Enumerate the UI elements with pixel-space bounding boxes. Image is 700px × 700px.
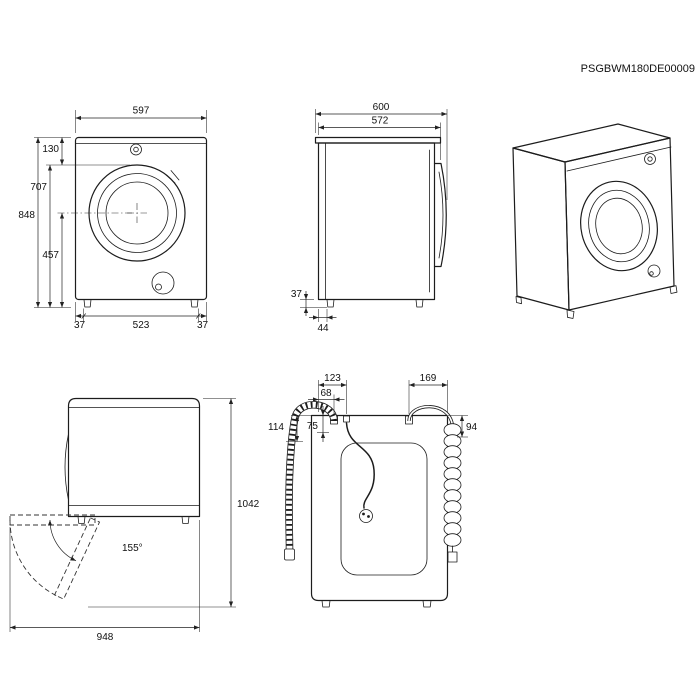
dim-front-foot-right-label: 37 [197,320,209,331]
worktop [314,136,442,144]
front-foot-left [83,299,92,308]
front-foot-right [190,299,199,308]
dim-side-depth-total-label: 600 [373,102,390,113]
front-view: 597 130 707 848 457 37 [18,106,208,332]
door-open-view: 155° 1042 948 [9,397,260,643]
dim-front-foot-left-label: 37 [74,320,86,331]
drain-hose-end [284,548,295,561]
side-foot-rear [326,299,335,308]
dim-rear-right-drop-label: 94 [466,422,478,433]
dim-front-height-label: 848 [18,210,35,221]
side-dimensions: 600 572 37 44 [291,102,448,334]
closed-door-profile [64,433,69,501]
drawing-code: PSGBWM180DE00009 [581,63,695,75]
dim-front-width-label: 597 [133,106,150,117]
dim-depth-door-open-label: 948 [97,632,114,643]
rear-machine-outline [310,414,449,608]
dim-side-foot-offset-label: 44 [317,323,329,334]
rear-dimensions: 123 68 169 114 75 94 [268,373,478,442]
rear-view: 123 68 169 114 75 94 [268,373,478,608]
dim-rear-drain-offset-label: 68 [320,388,332,399]
open-view-foot-front [77,516,86,524]
dim-rear-center-drop-label: 75 [307,421,319,432]
dim-side-plinth-label: 37 [291,289,303,300]
dim-rear-left-drop-label: 114 [268,422,284,433]
side-door-bulge [433,162,447,268]
dim-clearance-height-label: 1042 [237,499,260,510]
perspective-view [512,123,678,319]
rear-foot-right [422,600,432,608]
rear-panel-recess [340,442,428,576]
inlet-hose [407,405,462,563]
side-view: 600 572 37 44 [291,102,448,334]
power-cord [345,422,375,523]
side-foot-front [415,299,424,308]
perspective-foot-right [669,285,678,294]
dim-side-depth-body-label: 572 [372,116,389,127]
perspective-knob [644,153,656,165]
perspective-filter [647,264,661,278]
dim-front-top-offset-label: 130 [42,144,59,155]
dim-rear-inlet-offset-label: 169 [420,373,437,384]
door-open-machine-outline [64,397,201,524]
dim-rear-cord-offset-label: 123 [324,373,341,384]
dim-door-angle-label: 155° [122,543,143,554]
door-swing: 155° [9,514,143,600]
door-open-dimensions: 1042 948 [9,398,260,643]
side-machine-outline [314,136,447,308]
machine-side-face [512,147,570,311]
door-handle-icon [165,170,180,184]
perspective-foot-front [566,309,575,319]
drain-filter-flap [151,271,175,295]
front-machine-outline [74,136,208,308]
door-swing-arrow-arc [47,519,77,562]
door-position-155 [54,517,101,600]
drain-hose [284,405,335,561]
perspective-door [580,180,658,272]
open-view-foot-rear [181,516,190,524]
cord-grommet [343,415,350,423]
front-dimensions: 597 130 707 848 457 37 [18,106,208,332]
inlet-hose-end [447,551,458,563]
program-knob-icon [130,143,142,156]
dim-front-door-top-label: 707 [30,182,47,193]
door-swing-arc [9,519,60,598]
rear-foot-left [321,600,331,608]
dim-front-door-center-label: 457 [42,250,59,261]
power-plug-icon [359,509,373,523]
perspective-foot-left [515,296,522,305]
dim-front-feet-span-label: 523 [133,320,150,331]
